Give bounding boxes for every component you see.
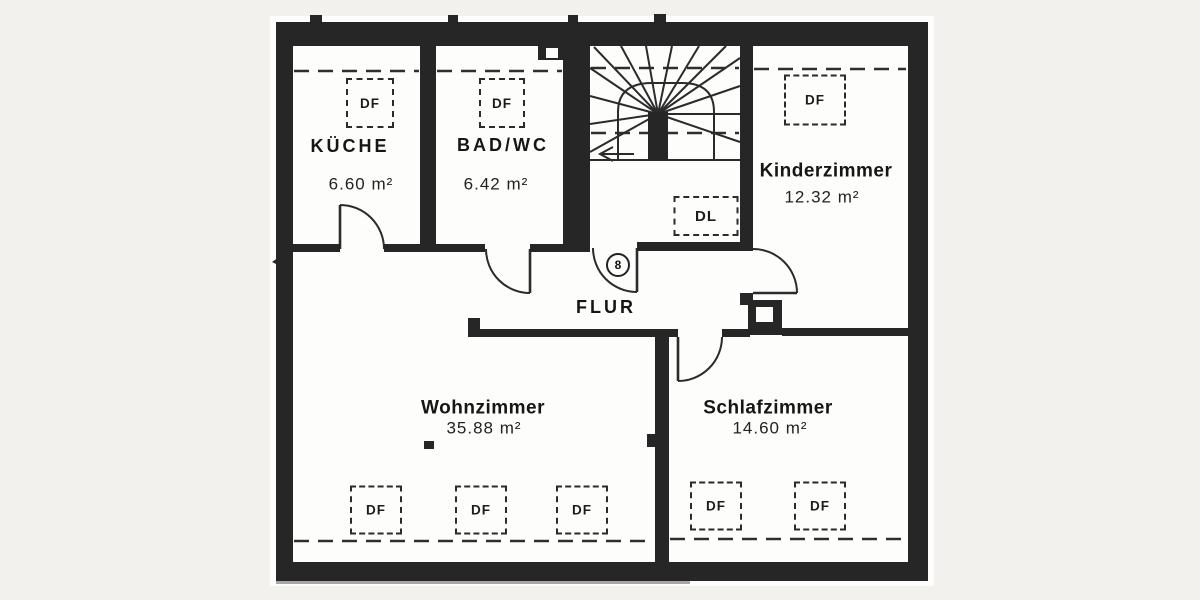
- door-kinderzimmer: [752, 248, 798, 295]
- scan-artifact-2: [448, 15, 458, 22]
- wall-stair-kinder: [740, 46, 753, 248]
- stair-newel-post: [648, 112, 668, 160]
- roof-window-label: DF: [366, 502, 386, 518]
- wall-outer-top: [276, 22, 928, 46]
- door-number-badge: 8: [606, 253, 630, 277]
- wall-outer-left: [276, 22, 293, 581]
- room-area-wohnzimmer: 35.88 m²: [446, 418, 522, 438]
- roof-window-box-wohnzimmer-2: DF: [455, 485, 507, 535]
- wall-bad-stairwell: [563, 46, 590, 252]
- staircase: [589, 45, 741, 162]
- roof-window-box-kinderzimmer: DF: [784, 74, 846, 126]
- scan-artifact-left-wall: [272, 248, 292, 272]
- wall-flur-top-1: [293, 244, 340, 252]
- scan-artifact-4: [654, 14, 666, 22]
- wall-flur-top-2: [384, 244, 485, 252]
- roof-window-label: DF: [471, 502, 491, 518]
- roof-window-box-kueche: DF: [346, 78, 394, 128]
- wall-flur-bottom-main: [468, 329, 678, 337]
- roof-window-box-bad: DF: [479, 78, 525, 128]
- wall-wohn-schlaf-stub: [647, 434, 655, 447]
- wall-cutouts: [546, 48, 773, 322]
- room-label-bad: BAD/WC: [457, 135, 549, 155]
- roof-window-label: DF: [810, 498, 830, 514]
- scan-artifact-1: [310, 15, 322, 22]
- stair-handrail: [617, 82, 715, 160]
- roof-window-label: DF: [572, 502, 592, 518]
- door-schlafzimmer: [676, 336, 723, 382]
- shaft-opening: [546, 48, 558, 58]
- roof-window-label: DF: [492, 95, 512, 111]
- ceiling-hatch-label: DL: [695, 207, 717, 225]
- roof-window-box-schlafzimmer-2: DF: [794, 481, 846, 531]
- wall-flur-top-4: [637, 242, 753, 251]
- roof-window-label: DF: [706, 498, 726, 514]
- room-area-schlafzimmer: 14.60 m²: [732, 418, 808, 438]
- scan-artifact-3: [568, 15, 578, 22]
- door-kueche: [338, 204, 385, 250]
- wall-flur-bottom-right: [722, 329, 750, 337]
- wohnzimmer-column-dot: [424, 441, 434, 449]
- door-flur-entry: [592, 247, 639, 293]
- door-number: 8: [614, 258, 622, 272]
- ceiling-hatch-box: DL: [673, 196, 739, 236]
- room-area-bad: 6.42 m²: [463, 174, 529, 194]
- wall-kueche-bad: [420, 46, 436, 252]
- stair-treads: [589, 45, 741, 153]
- roof-window-box-schlafzimmer-1: DF: [690, 481, 742, 531]
- wall-flur-top-3: [530, 244, 590, 252]
- room-label-kinderzimmer: Kinderzimmer: [759, 160, 893, 182]
- plan-paper: [270, 16, 934, 586]
- door-bad: [485, 248, 532, 294]
- room-label-wohnzimmer: Wohnzimmer: [421, 397, 545, 419]
- wall-outer-right: [908, 22, 928, 581]
- wall-schlaf-top: [782, 328, 908, 336]
- room-label-kueche: KÜCHE: [310, 136, 390, 156]
- chimney-flue-opening: [756, 307, 773, 322]
- room-label-schlafzimmer: Schlafzimmer: [703, 397, 833, 419]
- walls: [272, 14, 928, 581]
- room-label-flur: FLUR: [576, 297, 636, 317]
- room-area-kueche: 6.60 m²: [328, 174, 394, 194]
- room-area-kinderzimmer: 12.32 m²: [784, 187, 860, 207]
- roof-window-box-wohnzimmer-1: DF: [350, 485, 402, 535]
- doors: [338, 204, 798, 382]
- wall-outer-bottom: [276, 562, 928, 581]
- roof-window-label: DF: [805, 92, 825, 108]
- scan-shadow: [276, 581, 690, 584]
- knee-wall-dashed-lines: [294, 66, 906, 543]
- roof-window-box-wohnzimmer-3: DF: [556, 485, 608, 535]
- wall-wohn-schlaf: [655, 337, 669, 563]
- roof-window-label: DF: [360, 95, 380, 111]
- stair-direction-arrow: [597, 146, 634, 162]
